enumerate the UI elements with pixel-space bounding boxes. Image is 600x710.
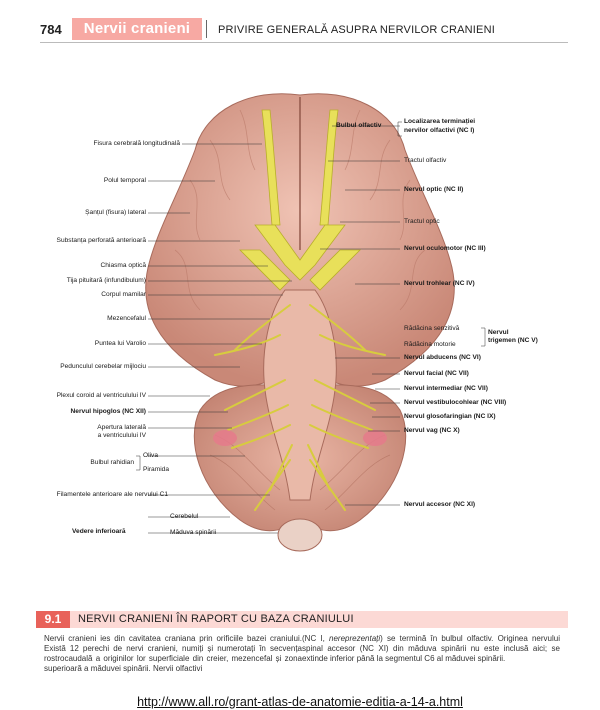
brain-base-illustration: Fisura cerebrală longitudinală Polul tem…: [0, 50, 600, 595]
label-c1-filaments: Filamentele anterioare ale nervului C1: [56, 491, 168, 498]
label-olfactory-bulb: Bulbul olfactiv: [336, 122, 382, 129]
label-cerebellum: Cerebelul: [170, 513, 199, 520]
label-vestibulocochlear-nerve: Nervul vestibulocohlear (NC VIII): [404, 399, 507, 406]
label-accessory-nerve: Nervul accesor (NC XI): [404, 501, 476, 508]
label-olfactory-termination-2: nervilor olfactivi (NC I): [404, 127, 475, 134]
chapter-title-band: Nervii cranieni: [72, 18, 202, 40]
spinal-cord-shape: [277, 518, 323, 552]
label-motor-root: Rădăcina motorie: [404, 341, 456, 348]
choroid-plexus-right: [363, 430, 387, 446]
label-olfactory-termination-1: Localizarea terminației: [404, 118, 476, 125]
label-olive: Oliva: [143, 452, 159, 459]
section-title: NERVII CRANIENI ÎN RAPORT CU BAZA CRANIU…: [78, 613, 354, 625]
label-inferior-view: Vedere inferioară: [72, 528, 126, 535]
label-sensory-root: Rădăcina senzitivă: [404, 325, 460, 332]
olfactory-nerves: [261, 109, 339, 226]
label-optic-nerve: Nervul optic (NC II): [404, 186, 464, 193]
label-trigeminal-2: trigemen (NC V): [488, 337, 538, 344]
trigeminal-brace: [481, 327, 486, 347]
cranial-nerve-roots: [214, 304, 386, 511]
label-medulla: Bulbul rahidian: [90, 459, 134, 466]
section-band: 9.1 NERVII CRANIENI ÎN RAPORT CU BAZA CR…: [36, 611, 568, 628]
label-temporal-pole: Polul temporal: [103, 177, 146, 184]
label-glossopharyngeal-nerve: Nervul glosofaringian (NC IX): [404, 413, 496, 420]
label-longitudinal-fissure: Fisura cerebrală longitudinală: [93, 140, 180, 147]
label-trochlear-nerve: Nervul trohlear (NC IV): [404, 280, 475, 287]
label-hypoglossal-nerve: Nervul hipoglos (NC XII): [70, 408, 146, 415]
brainstem-shape: [263, 289, 337, 501]
label-vagus-nerve: Nervul vag (NC X): [404, 427, 460, 434]
label-pons: Puntea lui Varolio: [94, 340, 146, 347]
label-optic-chiasm: Chiasma optică: [100, 262, 146, 269]
label-olfactory-tract: Tractul olfactiv: [404, 157, 447, 164]
label-facial-nerve: Nervul facial (NC VII): [404, 370, 469, 377]
label-infundibulum: Tija pituitară (infundibulum): [66, 277, 146, 284]
header-rule: [40, 42, 568, 43]
leader-lines: [148, 125, 400, 534]
col2-italic: nereprezentați: [329, 634, 381, 643]
label-optic-tract: Tractul optic: [404, 218, 440, 225]
label-intermediate-nerve: Nervul intermediar (NC VII): [404, 385, 488, 392]
footer-url[interactable]: http://www.all.ro/grant-atlas-de-anatomi…: [0, 695, 600, 709]
col2-suffix: ) se termină în bulbul olfactiv. Origine…: [302, 634, 560, 663]
label-lateral-aperture-1: Apertura laterală: [97, 424, 146, 431]
label-abducens-nerve: Nervul abducens (NC VI): [404, 354, 481, 361]
label-anterior-perforated-substance: Substanța perforată anterioară: [56, 237, 146, 244]
label-midbrain: Mezencefalul: [107, 315, 146, 322]
header-separator: [206, 20, 207, 38]
label-trigeminal-1: Nervul: [488, 329, 509, 336]
label-spinal-cord: Măduva spinării: [170, 529, 217, 536]
label-oculomotor-nerve: Nervul oculomotor (NC III): [404, 245, 486, 252]
label-choroid-plexus: Plexul coroid al ventriculului IV: [56, 392, 146, 399]
label-lateral-aperture-2: a ventriculului IV: [97, 432, 146, 439]
section-number: 9.1: [36, 611, 70, 628]
medulla-brace: [136, 455, 141, 471]
col2-prefix: (NC I,: [302, 634, 330, 643]
label-middle-cerebellar-peduncle: Pedunculul cerebelar mijlociu: [60, 363, 146, 370]
section-heading: PRIVIRE GENERALĂ ASUPRA NERVILOR CRANIEN…: [218, 24, 495, 36]
chapter-title: Nervii cranieni: [83, 20, 191, 37]
section-text-col2: (NC I, nereprezentați) se termină în bul…: [302, 634, 560, 664]
page-number: 784: [40, 22, 62, 37]
label-mammillary-body: Corpul mamilar: [101, 291, 146, 298]
gyri-texture: [174, 109, 426, 311]
brain-drawing: [136, 93, 486, 552]
section-text-col1: Nervii cranieni ies din cavitatea crania…: [44, 634, 302, 673]
choroid-plexus-left: [213, 430, 237, 446]
label-lateral-sulcus: Șanțul (fisura) lateral: [85, 209, 146, 216]
label-pyramid: Piramida: [143, 466, 170, 473]
olfactory-brace: [397, 121, 402, 137]
optic-nerves: [239, 224, 361, 291]
footer-url-link[interactable]: http://www.all.ro/grant-atlas-de-anatomi…: [137, 695, 463, 709]
